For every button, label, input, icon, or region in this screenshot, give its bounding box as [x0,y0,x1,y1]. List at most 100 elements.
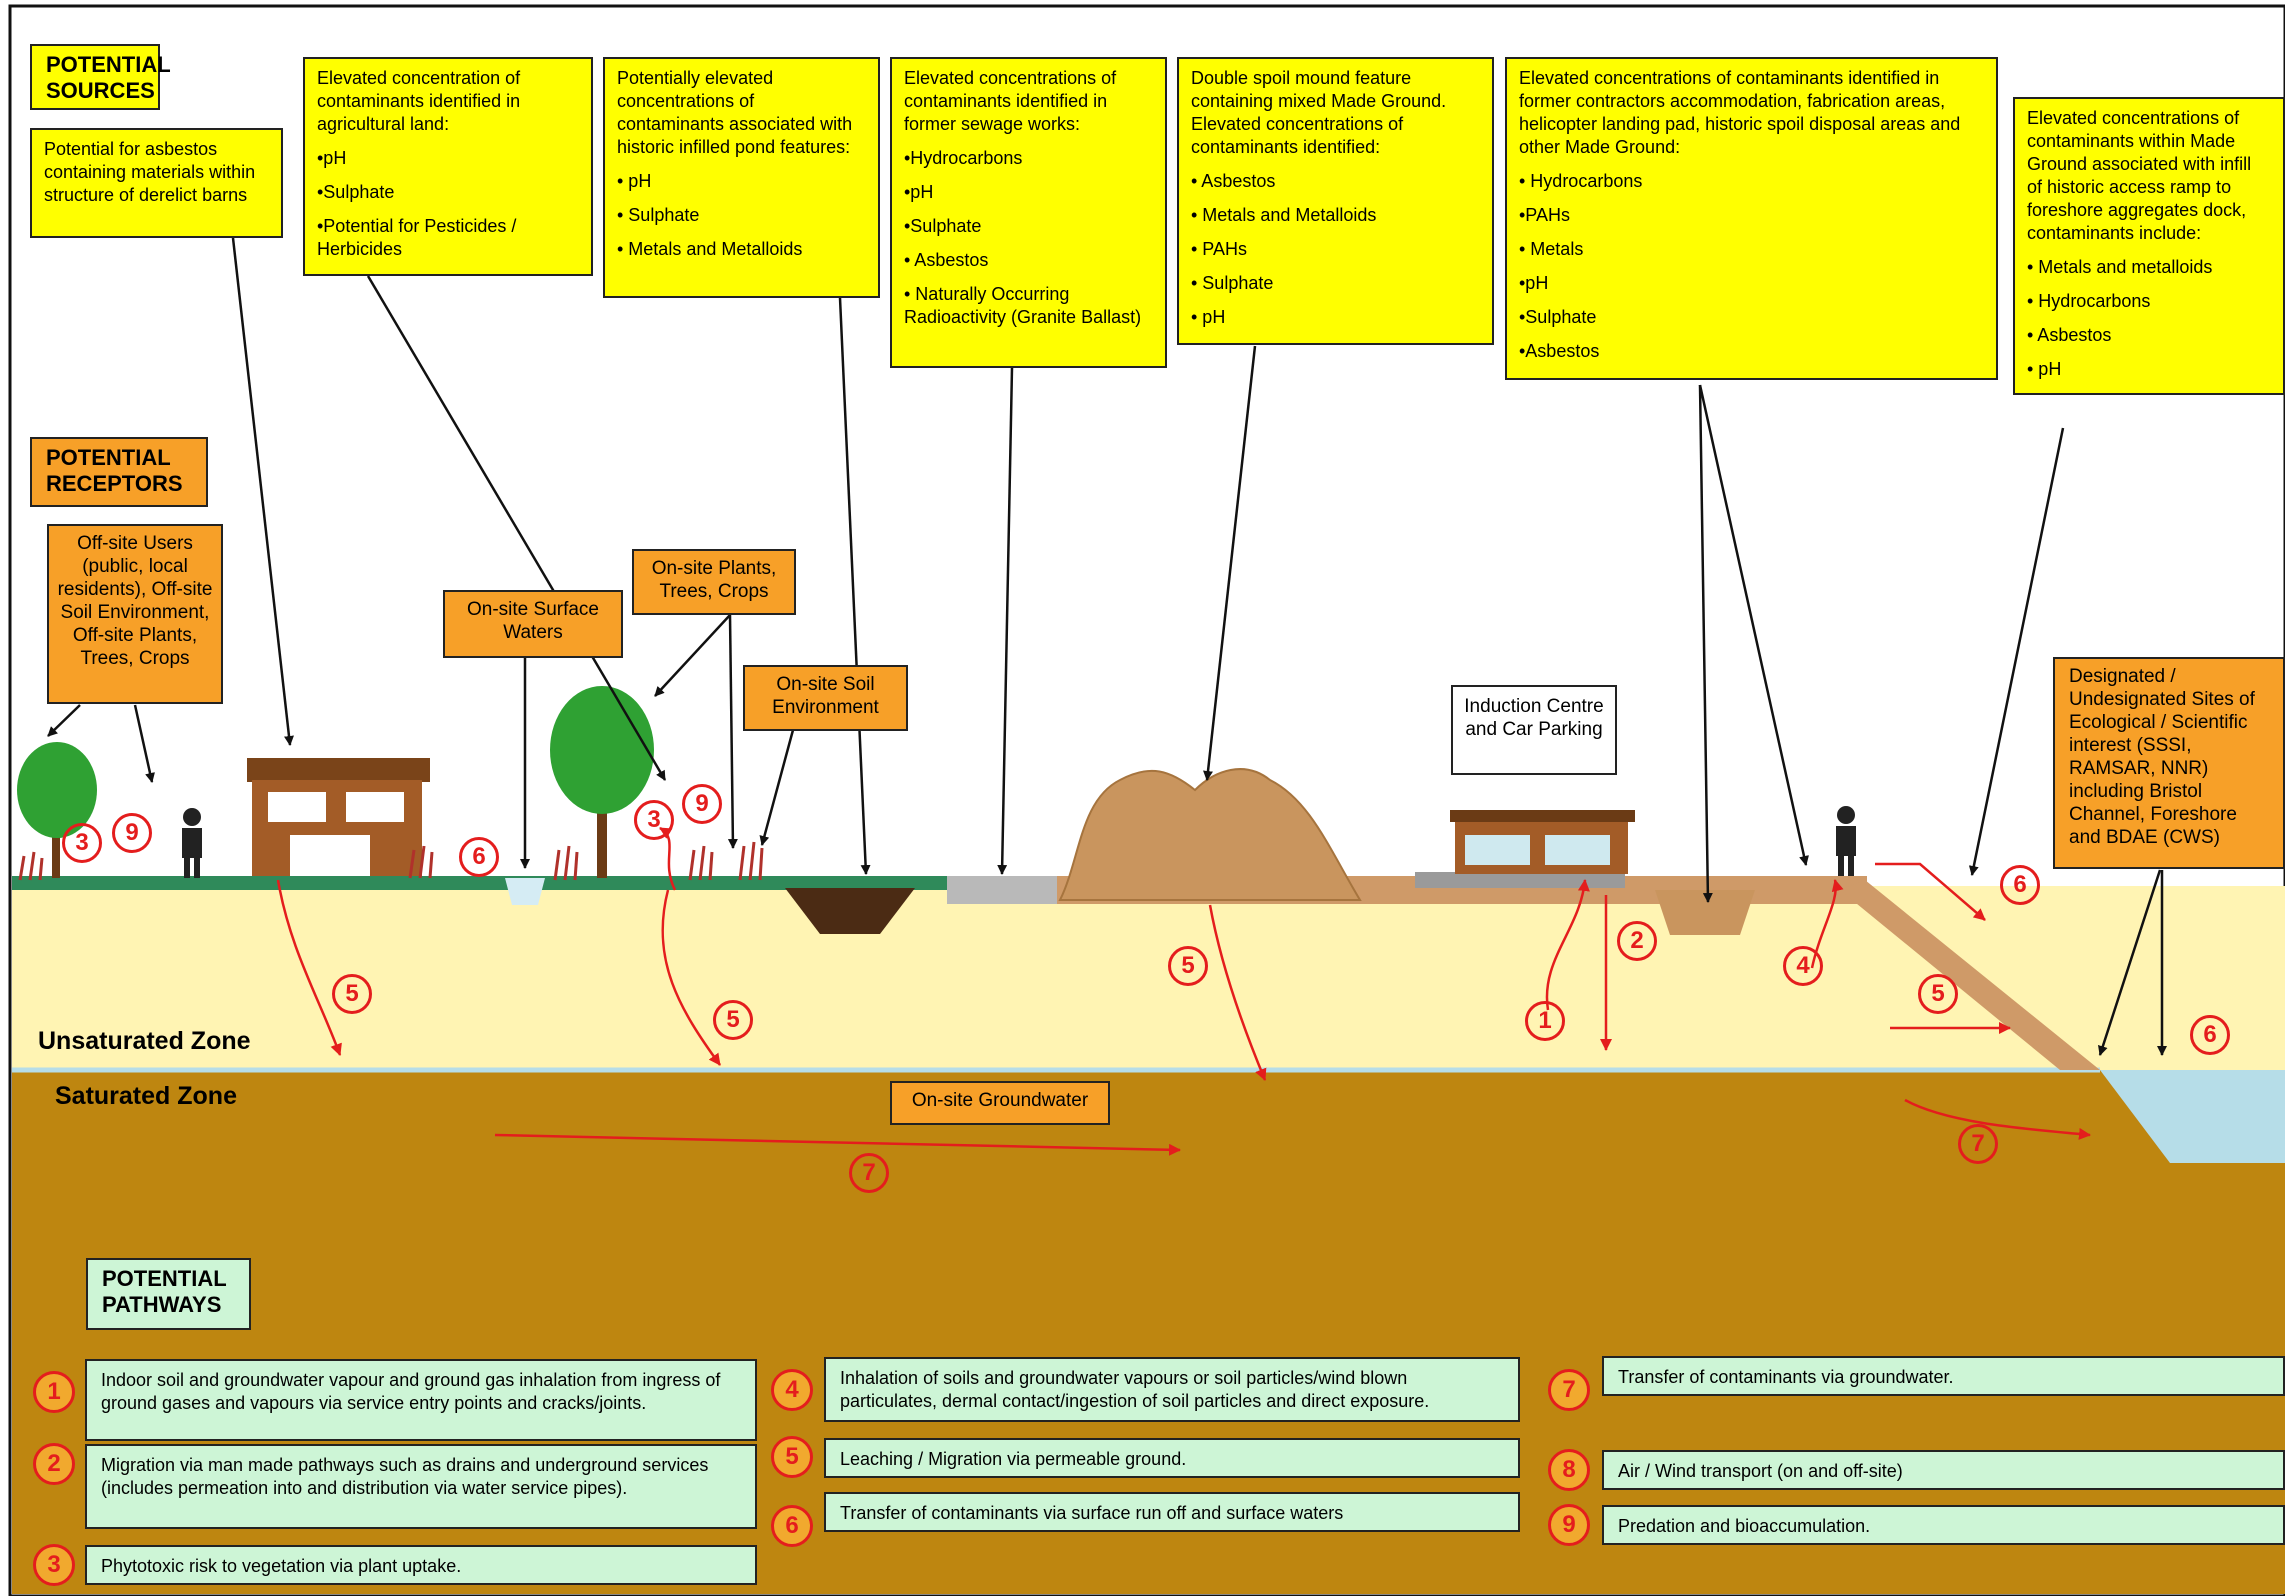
spoil-source-item: • pH [1191,307,1226,327]
pathway-marker: 9 [682,784,722,824]
pathway-description: Migration via man made pathways such as … [85,1444,757,1529]
sewage-source-item: •Hydrocarbons [904,148,1023,168]
contractors-source-item: •pH [1519,273,1549,293]
pathway-marker: 4 [1783,946,1823,986]
person-icon [1836,806,1856,876]
pond-source-item: • Metals and Metalloids [617,239,803,259]
sewage-source-title: Elevated concentrations of contaminants … [904,68,1117,134]
pathway-description: Predation and bioaccumulation. [1602,1505,2285,1545]
ramp-slope [1840,880,2100,1070]
pathway-marker: 5 [332,974,372,1014]
pathway-number: 8 [1548,1449,1590,1491]
tree-icon [550,686,654,878]
pathway-number: 2 [33,1443,75,1485]
sewage-source-item: •Sulphate [904,216,982,236]
pathway-number: 6 [771,1505,813,1547]
sources-heading: POTENTIAL SOURCES [30,44,171,110]
pathway-description: Indoor soil and groundwater vapour and g… [85,1359,757,1441]
pond-source-item: • pH [617,171,652,191]
surface-waters-receptor-box: On-site Surface Waters [443,590,623,658]
pathway-number: 9 [1548,1504,1590,1546]
pathway-arrows [276,826,2091,1156]
agri-source-item: •Potential for Pesticides / Herbicides [317,216,517,259]
pathway-marker: 1 [1525,1001,1565,1041]
contractors-source-title: Elevated concentrations of contaminants … [1519,68,1961,157]
contractors-source-box: Elevated concentrations of contaminants … [1505,57,1998,380]
ramp-source-item: • Asbestos [2027,325,2112,345]
spoil-source-box: Double spoil mound feature containing mi… [1177,57,1494,345]
ramp-source-box: Elevated concentrations of contaminants … [2013,97,2285,395]
pathway-marker: 9 [112,813,152,853]
crops-icon [18,841,764,881]
sewage-source-item: • Naturally Occurring Radioactivity (Gra… [904,284,1142,327]
pathway-marker: 7 [1958,1124,1998,1164]
pathway-marker: 5 [1918,974,1958,1014]
car-park-surface [1415,872,1625,888]
infilled-pit [1655,890,1755,935]
tree-icon [17,742,97,878]
pathway-marker: 5 [1168,946,1208,986]
contractors-source-item: •Sulphate [1519,307,1597,327]
pathway-description: Leaching / Migration via permeable groun… [824,1438,1520,1478]
contractors-source-item: • Hydrocarbons [1519,171,1643,191]
derelict-barn-icon [247,758,430,876]
pathway-marker: 5 [713,1000,753,1040]
sewage-source-item: • Asbestos [904,250,989,270]
pathway-description: Air / Wind transport (on and off-site) [1602,1450,2285,1490]
designated-sites-receptor-box: Designated / Undesignated Sites of Ecolo… [2053,657,2285,869]
spoil-source-item: • Metals and Metalloids [1191,205,1377,225]
barns-source-box: Potential for asbestos containing materi… [30,128,283,238]
soil-receptor-box: On-site Soil Environment [743,665,908,731]
pathway-number: 3 [33,1544,75,1586]
saturated-zone-label: Saturated Zone [55,1082,237,1110]
plants-receptor-box: On-site Plants, Trees, Crops [632,549,796,615]
ramp-source-item: • pH [2027,359,2062,379]
pathway-description: Transfer of contaminants via groundwater… [1602,1356,2285,1396]
spoil-source-item: • Asbestos [1191,171,1276,191]
person-icon [182,808,202,878]
receptors-heading: POTENTIAL RECEPTORS [30,437,208,507]
pathway-number: 7 [1548,1369,1590,1411]
spoil-source-item: • Sulphate [1191,273,1274,293]
spoil-source-title: Double spoil mound feature containing mi… [1191,68,1447,157]
agri-source-item: •Sulphate [317,182,395,202]
pathway-description: Phytotoxic risk to vegetation via plant … [85,1545,757,1585]
spoil-mound [1058,768,1362,901]
pathway-marker: 3 [62,823,102,863]
induction-centre-label: Induction Centre and Car Parking [1451,685,1617,775]
groundwater-receptor-box: On-site Groundwater [890,1081,1110,1125]
contractors-source-item: •PAHs [1519,205,1570,225]
pathway-number: 1 [33,1371,75,1413]
ramp-source-item: • Hydrocarbons [2027,291,2151,311]
pathway-marker: 6 [2000,865,2040,905]
sewage-source-item: •pH [904,182,934,202]
contractors-source-item: • Metals [1519,239,1584,259]
induction-centre-building-icon [1450,810,1635,874]
sewage-pit [785,888,915,934]
pathway-marker: 6 [459,837,499,877]
agri-source-box: Elevated concentration of contaminants i… [303,57,593,276]
offsite-receptor-box: Off-site Users (public, local residents)… [47,524,223,704]
sewage-source-box: Elevated concentrations of contaminants … [890,57,1167,368]
pathway-number: 4 [771,1369,813,1411]
pond-source-title: Potentially elevated concentrations of c… [617,68,853,157]
pathway-marker: 7 [849,1153,889,1193]
ramp-source-title: Elevated concentrations of contaminants … [2027,108,2252,243]
ramp-source-item: • Metals and metalloids [2027,257,2213,277]
pathway-number: 5 [771,1436,813,1478]
grass-surface [12,876,947,890]
pathways-heading: POTENTIAL PATHWAYS [86,1258,251,1330]
pond-source-item: • Sulphate [617,205,700,225]
pathway-description: Transfer of contaminants via surface run… [824,1492,1520,1532]
pathway-marker: 6 [2190,1015,2230,1055]
pathway-marker: 2 [1617,921,1657,961]
pond-source-box: Potentially elevated concentrations of c… [603,57,880,298]
pathway-description: Inhalation of soils and groundwater vapo… [824,1357,1520,1422]
surface-water-pond [505,878,545,905]
unsaturated-zone-label: Unsaturated Zone [38,1027,251,1055]
spoil-source-item: • PAHs [1191,239,1247,259]
source-leader-lines [47,237,2167,1056]
pathway-marker: 3 [634,800,674,840]
frame [8,4,2285,1596]
